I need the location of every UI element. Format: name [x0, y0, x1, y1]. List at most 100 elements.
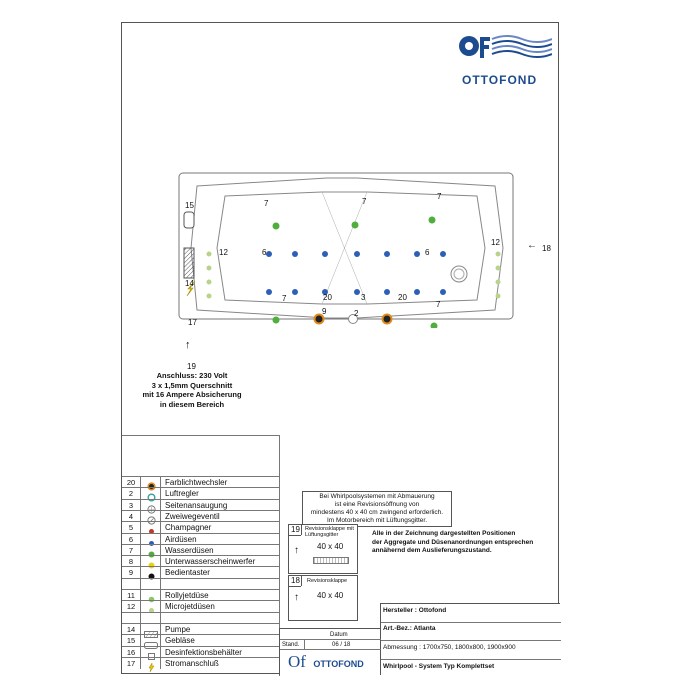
air-nozzles [266, 251, 446, 295]
ventilation-grille-icon [313, 557, 349, 564]
legend-label: Desinfektionsbehälter [165, 647, 242, 657]
legend-table: 20 Farblichtwechsler 2 Luftregler 3 Seitenans… [122, 435, 280, 676]
legend-label: Gebläse [165, 636, 195, 646]
dot-green-icon [147, 546, 155, 558]
bolt-icon [147, 659, 155, 672]
legend-number: 3 [128, 500, 134, 510]
label-2: 2 [354, 309, 359, 318]
legend-label: Rollyjetdüse [165, 591, 209, 600]
legend-number: 15 [126, 636, 136, 646]
dot-palegreen-icon [147, 602, 155, 614]
hatch-19-title-1: Revisionsklappe mit [305, 526, 354, 532]
legend-row [122, 611, 279, 624]
legend-number: 12 [126, 602, 136, 612]
label-12-left: 12 [219, 248, 228, 257]
legend-label: Farblichtwechsler [165, 478, 228, 487]
connection-line: in diesem Bereich [159, 399, 225, 409]
legend-number: 11 [127, 591, 135, 600]
legend-number: 20 [126, 478, 136, 487]
footer-logo-name: OTTOFOND [313, 659, 364, 669]
connection-line: 3 x 1,5mm Querschnitt [151, 380, 233, 390]
side-suction-icon [348, 314, 358, 324]
label-6-right: 6 [425, 248, 430, 257]
legend-label: Microjetdüsen [165, 602, 215, 612]
bathtub-drawing [178, 172, 514, 328]
legend-label: Bedientaster [165, 568, 210, 578]
label-3: 3 [361, 293, 366, 302]
legend-row: 8 Unterwasserscheinwerfer [122, 555, 279, 569]
hatch-18-size: 40 x 40 [317, 591, 344, 600]
legend-row: 20 Farblichtwechsler [122, 476, 279, 491]
label-19: 19 [187, 362, 196, 371]
blower-icon [183, 211, 195, 229]
pump-icon [183, 247, 195, 279]
legend-number: 17 [126, 658, 136, 668]
dot-lightgreen-icon [147, 591, 155, 603]
dot-red-icon [147, 523, 155, 535]
legend-label: Pumpe [165, 624, 191, 634]
notice-line: ist eine Revisionsöffnung von [334, 501, 420, 508]
legend-label: Luftregler [165, 489, 199, 499]
legend-number: 8 [128, 557, 134, 567]
hatch-19-number: 19 [291, 525, 300, 534]
ring-orange-icon [147, 478, 156, 491]
valve-circle-icon [147, 512, 156, 525]
legend-label: Wasserdüsen [165, 545, 214, 555]
connection-line: mit 16 Ampere Absicherung [142, 390, 242, 399]
legend-label: Seitenansaugung [165, 500, 228, 510]
rounded-icon [144, 636, 158, 650]
legend-number: 7 [128, 545, 134, 555]
legend-row: 15 Gebläse [122, 634, 279, 650]
positions-line: annähernd dem Auslieferungszustand. [372, 547, 492, 554]
legend-row: 6 Airdüsen [122, 532, 279, 546]
legend-number: 6 [128, 534, 134, 544]
label-7-top-left: 7 [264, 199, 269, 208]
hatch-icon [144, 625, 158, 638]
hatch-18-title: Revisionsklappe [307, 578, 348, 584]
arrow-up-icon: ↑ [294, 592, 299, 603]
date-value: 06 / 18 [332, 642, 351, 648]
label-7-bottom-left: 7 [282, 294, 287, 303]
label-7-top-right: 7 [437, 192, 442, 201]
legend-label: Airdüsen [165, 534, 197, 544]
label-7-bottom-right: 7 [436, 300, 441, 309]
legend-label: Stromanschluß [165, 658, 219, 668]
box-icon [147, 648, 155, 660]
revision-hatch-19: 19 Revisionsklappe mit Lüftungsgitter ↑ … [288, 524, 358, 574]
dot-blue-icon [147, 535, 155, 546]
label-9: 9 [322, 307, 327, 316]
label-20-right: 20 [398, 293, 407, 302]
ottofond-logo-mark-icon [459, 35, 553, 58]
label-14: 14 [185, 279, 194, 288]
drawing-sheet: OTTOFOND [121, 22, 561, 676]
legend-row: 4 Zweiwegeventil [122, 509, 279, 525]
ring-teal-icon [147, 489, 156, 502]
label-17: 17 [188, 318, 197, 327]
legend-row: 2 Luftregler [122, 487, 279, 502]
stand-label: Stand. [282, 642, 300, 648]
label-7-top-mid: 7 [362, 197, 367, 206]
legend-number: 5 [128, 523, 134, 533]
legend-row [122, 577, 279, 590]
footer-logo: Of OTTOFOND [288, 652, 364, 672]
date-block: Datum Stand. 06 / 18 Of OTTOFOND [279, 628, 381, 675]
ottofond-logo-text: OTTOFOND [462, 73, 538, 87]
legend-label: Zweiwegeventil [165, 511, 220, 521]
legend-row: 11 Rollyjetdüse [122, 589, 279, 603]
legend-number: 4 [128, 511, 134, 521]
notice-line: Bei Whirlpoolsystemen mit Abmauerung [319, 493, 435, 500]
grid-circle-icon [147, 501, 156, 514]
date-label: Datum [330, 632, 348, 638]
power-bolt-icon [186, 280, 196, 297]
dimensions-field: Abmessung : 1700x750, 1800x800, 1900x900 [383, 644, 516, 651]
water-nozzles [272, 216, 438, 328]
notice-line: Im Motorbereich mit Lüftungsgitter. [326, 517, 428, 524]
legend-label: Unterwasserscheinwerfer [165, 557, 256, 567]
positions-note: Alle in der Zeichnung dargestellten Posi… [372, 530, 533, 556]
legend-number: 2 [128, 489, 134, 499]
label-20-left: 20 [323, 293, 332, 302]
legend-row: 17 Stromanschluß [122, 656, 279, 672]
connection-line: Anschluss: 230 Volt [156, 371, 228, 380]
color-light-changer-icon [313, 313, 325, 325]
